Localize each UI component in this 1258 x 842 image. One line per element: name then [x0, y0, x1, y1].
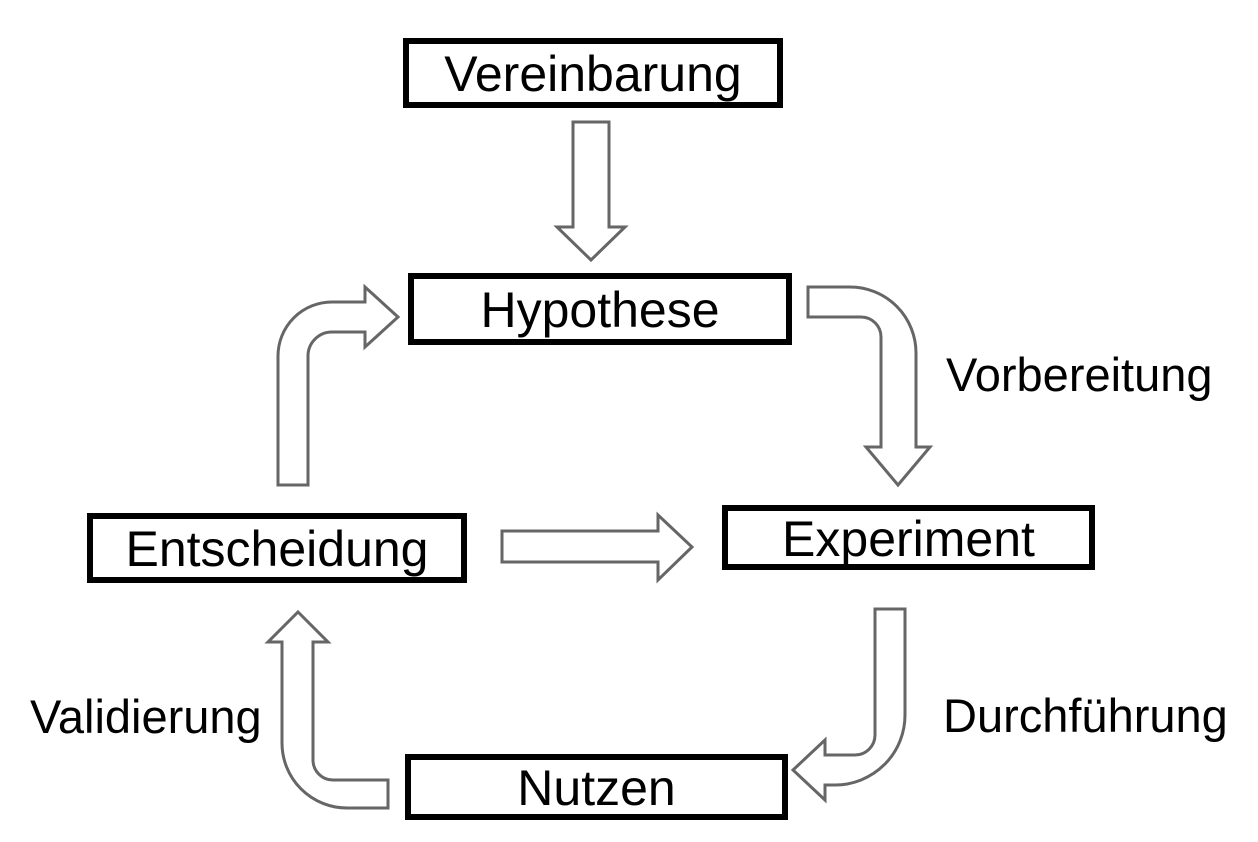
node-entscheidung-label: Entscheidung [125, 521, 429, 577]
arrow-experiment-to-nutzen-icon [790, 607, 907, 804]
edge-label-durchfuehrung: Durchführung [943, 689, 1228, 742]
node-vereinbarung-label: Vereinbarung [444, 46, 742, 102]
node-vereinbarung: Vereinbarung [403, 38, 783, 108]
node-nutzen: Nutzen [405, 754, 788, 820]
arrow-entscheidung-to-hypothese-icon [276, 283, 401, 487]
edge-label-validierung: Validierung [30, 690, 262, 743]
node-experiment-label: Experiment [782, 510, 1035, 567]
node-experiment: Experiment [722, 505, 1095, 570]
node-nutzen-label: Nutzen [517, 760, 676, 816]
arrow-hypothese-to-experiment-icon [806, 285, 934, 488]
node-entscheidung: Entscheidung [87, 513, 467, 583]
arrow-entscheidung-to-experiment-icon [500, 511, 695, 584]
arrow-vereinbarung-to-hypothese-icon [553, 120, 629, 263]
node-hypothese-label: Hypothese [480, 282, 720, 338]
arrow-nutzen-to-entscheidung-icon [264, 609, 390, 810]
edge-label-vorbereitung: Vorbereitung [946, 348, 1213, 401]
node-hypothese: Hypothese [408, 273, 792, 345]
